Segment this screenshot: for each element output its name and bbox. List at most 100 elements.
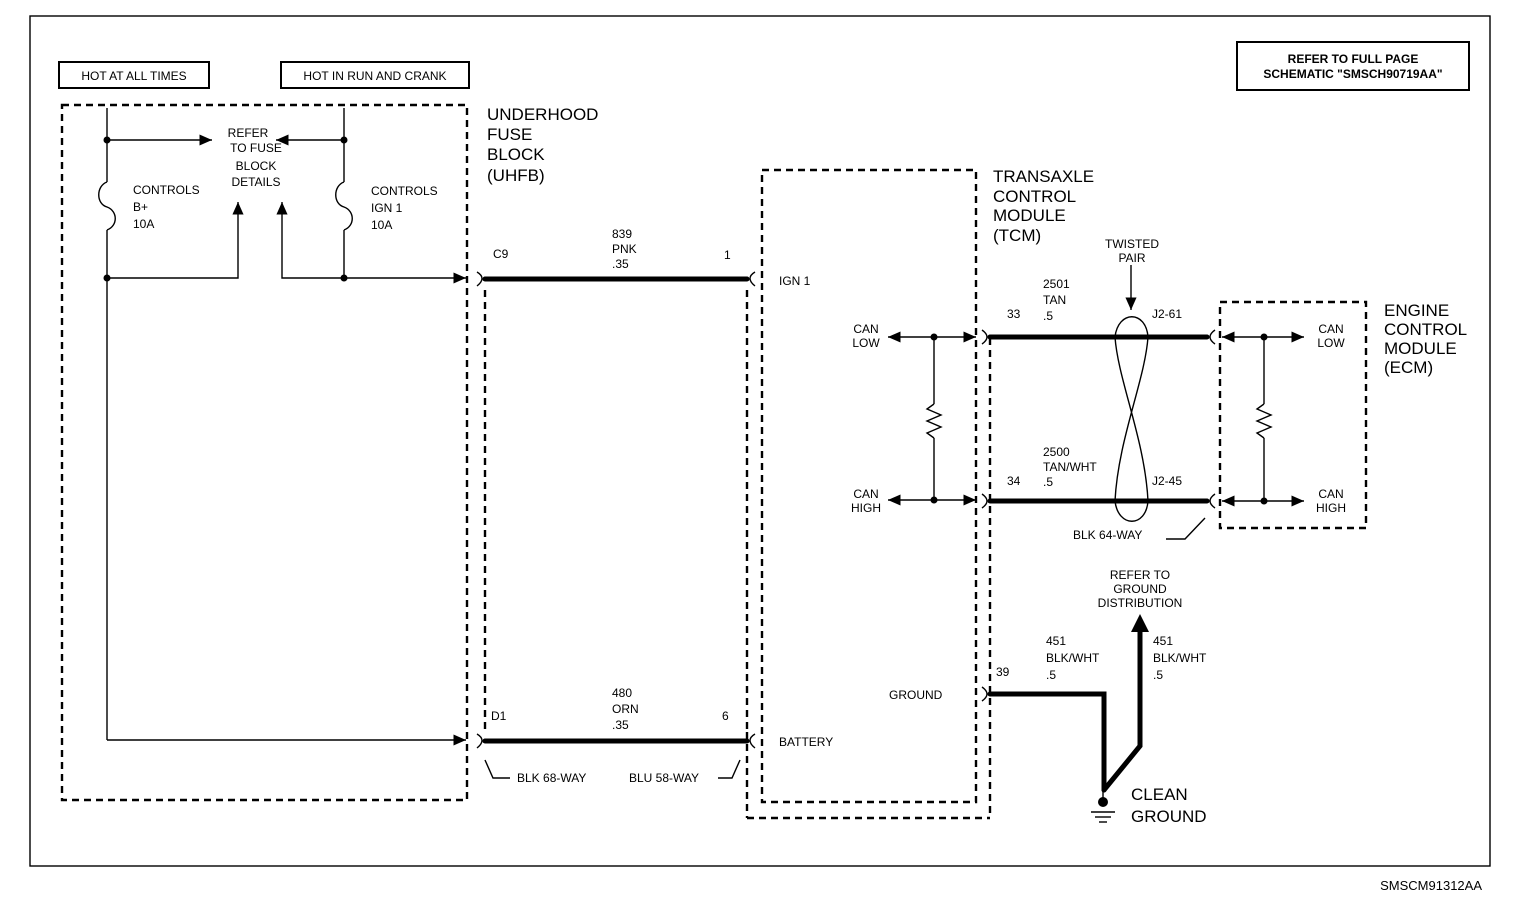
ecm-title-line-3: MODULE xyxy=(1384,339,1457,358)
clean-ground-line-1: CLEAN xyxy=(1131,785,1188,804)
uhfb-title-line-3: BLOCK xyxy=(487,145,545,164)
wire-2501-gauge: .5 xyxy=(1043,309,1053,323)
tcm-can-low-line-1: CAN xyxy=(853,322,878,336)
fuse-right-icon xyxy=(335,181,353,231)
wire-451-b-color: BLK/WHT xyxy=(1153,651,1207,665)
tcm-can-high-line-2: HIGH xyxy=(851,501,881,515)
refer-full-page-box: REFER TO FULL PAGE SCHEMATIC "SMSCH90719… xyxy=(1236,41,1470,91)
connector-blk68: BLK 68-WAY xyxy=(517,771,586,785)
can-bus-harness xyxy=(981,265,1216,540)
fuse-right-label: CONTROLS IGN 1 10A xyxy=(371,184,438,232)
wire-2501-color: TAN xyxy=(1043,293,1066,307)
refer-fuse-line-1: REFER xyxy=(228,126,269,140)
ecm-title-line-4: (ECM) xyxy=(1384,358,1433,377)
connector-blk64: BLK 64-WAY xyxy=(1073,528,1142,542)
fuse-left-line-1: CONTROLS xyxy=(133,183,200,197)
pin-c9: C9 xyxy=(493,247,509,261)
pin-6: 6 xyxy=(722,709,729,723)
uhfb-internal-wiring xyxy=(98,108,466,746)
tcm-title: TRANSAXLE CONTROL MODULE (TCM) xyxy=(993,167,1094,245)
tcm-can-low-label: CAN LOW xyxy=(852,322,880,350)
ecm-can-low-label: CAN LOW xyxy=(1317,322,1345,350)
wire-451-b xyxy=(1101,627,1143,793)
wire-480-circuit: 480 xyxy=(612,686,632,700)
refer-fuse-line-2: TO FUSE xyxy=(230,141,282,155)
hot-at-all-times-label: HOT AT ALL TIMES xyxy=(81,69,186,83)
diagram-id: SMSCM91312AA xyxy=(1380,878,1482,893)
wire-839-circuit: 839 xyxy=(612,227,632,241)
uhfb-title-line-2: FUSE xyxy=(487,125,532,144)
refer-full-page-line-1: REFER TO FULL PAGE xyxy=(1288,52,1419,66)
pin-39: 39 xyxy=(996,665,1010,679)
refer-fuse-block-label: REFER TO FUSE BLOCK DETAILS xyxy=(228,126,282,189)
hot-in-run-and-crank-box: HOT IN RUN AND CRANK xyxy=(280,61,470,89)
wire-839-color: PNK xyxy=(612,242,637,256)
fuse-right-line-3: 10A xyxy=(371,218,392,232)
tcm-title-line-1: TRANSAXLE xyxy=(993,167,1094,186)
ecm-can-low-line-2: LOW xyxy=(1317,336,1345,350)
ecm-terminating-resistor-icon xyxy=(1255,403,1273,439)
tcm-ign1-label: IGN 1 xyxy=(779,274,811,288)
hot-at-all-times-box: HOT AT ALL TIMES xyxy=(58,61,210,89)
wire-451-b-circuit: 451 xyxy=(1153,634,1173,648)
wire-839-label: 839 PNK .35 xyxy=(612,227,637,271)
refer-ground-line-3: DISTRIBUTION xyxy=(1098,596,1183,610)
fuse-left-line-2: B+ xyxy=(133,200,148,214)
clean-ground-label: CLEAN GROUND xyxy=(1131,785,1207,826)
tcm-ground-label: GROUND xyxy=(889,688,943,702)
ecm-can-low-line-1: CAN xyxy=(1318,322,1343,336)
wire-480-color: ORN xyxy=(612,702,639,716)
ecm-can-high-line-1: CAN xyxy=(1318,487,1343,501)
wire-451-a-color: BLK/WHT xyxy=(1046,651,1100,665)
wire-451-a xyxy=(987,691,1107,793)
pin-j2-45: J2-45 xyxy=(1152,474,1182,488)
tcm-can-high-line-1: CAN xyxy=(853,487,878,501)
ecm-can-high-line-2: HIGH xyxy=(1316,501,1346,515)
hot-in-run-and-crank-label: HOT IN RUN AND CRANK xyxy=(303,69,446,83)
tcm-can-high-label: CAN HIGH xyxy=(851,487,881,515)
ecm-title-line-1: ENGINE xyxy=(1384,301,1449,320)
tcm-title-line-4: (TCM) xyxy=(993,226,1041,245)
uhfb-title: UNDERHOOD FUSE BLOCK (UHFB) xyxy=(487,105,598,185)
tcm-battery-label: BATTERY xyxy=(779,735,833,749)
uhfb-title-line-1: UNDERHOOD xyxy=(487,105,598,124)
wire-451-a-label: 451 BLK/WHT .5 xyxy=(1046,634,1100,682)
ecm-dashed-box xyxy=(1218,300,1368,530)
wire-451-a-gauge: .5 xyxy=(1046,668,1056,682)
wire-2500-color: TAN/WHT xyxy=(1043,460,1097,474)
wire-2500-label: 2500 TAN/WHT .5 xyxy=(1043,445,1097,489)
wire-839-gauge: .35 xyxy=(612,257,629,271)
uhfb-dashed-box xyxy=(60,103,469,802)
ecm-can-high-label: CAN HIGH xyxy=(1316,487,1346,515)
ground-circuit xyxy=(981,614,1149,823)
clean-ground-line-2: GROUND xyxy=(1131,807,1207,826)
pin-d1: D1 xyxy=(491,709,507,723)
ecm-can-circuit xyxy=(1222,331,1304,507)
twisted-pair-line-1: TWISTED xyxy=(1105,237,1159,251)
wire-2501-circuit: 2501 xyxy=(1043,277,1070,291)
tcm-can-low-line-2: LOW xyxy=(852,336,880,350)
refer-fuse-line-4: DETAILS xyxy=(231,175,280,189)
refer-ground-distribution-label: REFER TO GROUND DISTRIBUTION xyxy=(1098,568,1183,610)
wire-2501-label: 2501 TAN .5 xyxy=(1043,277,1070,323)
fuse-left-line-3: 10A xyxy=(133,217,154,231)
wire-2500-gauge: .5 xyxy=(1043,475,1053,489)
twisted-pair-label: TWISTED PAIR xyxy=(1105,237,1159,265)
diagram-frame xyxy=(29,15,1491,867)
fuse-left-icon xyxy=(98,181,116,231)
fuse-right-line-1: CONTROLS xyxy=(371,184,438,198)
refer-ground-line-2: GROUND xyxy=(1113,582,1167,596)
ground-distribution-arrow-icon xyxy=(1131,614,1149,632)
refer-full-page-line-2: SCHEMATIC "SMSCH90719AA" xyxy=(1263,67,1442,81)
wire-451-b-gauge: .5 xyxy=(1153,668,1163,682)
pin-33: 33 xyxy=(1007,307,1021,321)
harness-uhfb-tcm xyxy=(476,271,756,779)
wire-451-b-label: 451 BLK/WHT .5 xyxy=(1153,634,1207,682)
fuse-left-label: CONTROLS B+ 10A xyxy=(133,183,200,231)
pin-1: 1 xyxy=(724,248,731,262)
fuse-right-line-2: IGN 1 xyxy=(371,201,403,215)
wire-480-gauge: .35 xyxy=(612,718,629,732)
tcm-can-circuit xyxy=(888,331,976,506)
wire-2500-circuit: 2500 xyxy=(1043,445,1070,459)
